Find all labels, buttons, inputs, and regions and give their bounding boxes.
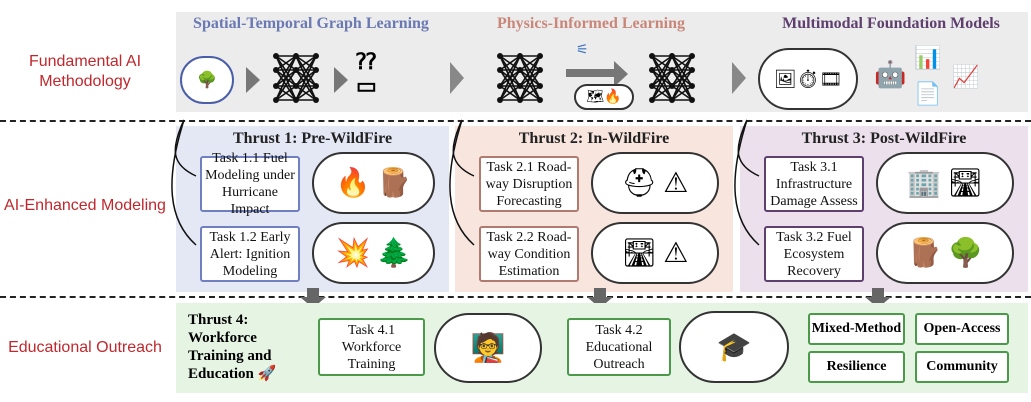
divider [0, 120, 1031, 122]
row-label-methodology: Fundamental AI Methodology [28, 53, 142, 90]
report-icons: 📊📄 [914, 45, 942, 106]
arrow-head-icon [614, 61, 628, 87]
thrust-title: Thrust 3: Post-WildFire [801, 130, 967, 147]
task-icon: 🛣 [947, 168, 984, 199]
neural-network-icon [273, 53, 319, 103]
method-title-pil: Physics-Informed Learning [497, 15, 685, 32]
task-illustration-cloud: ⛑ ⚠ [591, 152, 719, 214]
task-4-1: Task 4.1 Workforce Training [318, 318, 425, 376]
task-icon: 💥 [335, 238, 371, 269]
task-illustration-cloud: 🛣 ⚠ [591, 222, 719, 284]
task-3-2: Task 3.2 Fuel Ecosystem Recovery [764, 226, 864, 282]
task-4-2: Task 4.2 Educational Outreach [567, 318, 671, 376]
method-title-mfm: Multimodal Foundation Models [782, 15, 1000, 32]
task-icon: ⚠ [663, 168, 689, 199]
task-icon: 🌲 [376, 238, 412, 269]
task-1-2: Task 1.2 Early Alert: Ignition Modeling [200, 226, 300, 282]
neural-network-icon [649, 53, 695, 103]
row-label-outreach: Educational Outreach [8, 339, 162, 356]
pill-open-access: Open-Access [915, 313, 1009, 345]
chart-icon: 📈 [952, 64, 980, 89]
row-label-modeling: AI-Enhanced Modeling [4, 197, 166, 214]
question-bubbles-icon: ⁇▭ [356, 49, 377, 98]
laptop-cloud-icon: 🎓 [679, 311, 789, 383]
outreach-panel: Thrust 4: Workforce Training and Educati… [176, 303, 1028, 393]
method-title-stgl: Spatial-Temporal Graph Learning [193, 15, 429, 32]
task-icon: 🔥 [335, 168, 371, 199]
pill-resilience: Resilience [808, 351, 905, 383]
task-3-1: Task 3.1 Infrastructure Damage Assess [764, 156, 864, 212]
task-icon: 🪵 [907, 238, 942, 269]
task-icon: 🌳 [948, 238, 983, 269]
task-icon: ⛑ [621, 168, 658, 199]
task-illustration-cloud: 🪵 🌳 [876, 222, 1014, 284]
thrust4-title: Thrust 4: Workforce Training and Educati… [188, 312, 277, 382]
graph-cloud-icon: 🌳 [180, 56, 234, 104]
task-illustration-cloud: 🏢 🛣 [876, 152, 1014, 214]
map-cloud-icon: 🗺🔥 [574, 84, 634, 110]
arrow-icon [246, 67, 260, 93]
sliders-icon: ⚟ [576, 43, 589, 58]
methodology-panel: Spatial-Temporal Graph Learning Physics-… [176, 12, 1028, 112]
arrow-icon [334, 67, 348, 93]
task-illustration-cloud: 🔥 🪵 [312, 152, 435, 214]
arrow-icon [566, 69, 616, 77]
task-icon: 🏢 [906, 168, 942, 199]
down-arrow-icon [587, 288, 613, 308]
task-icon: ⚠ [663, 238, 689, 269]
flow-arrows [171, 119, 760, 246]
task-icon: 🪵 [376, 168, 412, 199]
divider [0, 296, 1031, 298]
pill-mixed-method: Mixed-Method [808, 313, 905, 345]
section-arrow-icon [450, 62, 464, 94]
section-arrow-icon [732, 62, 746, 94]
neural-network-icon [497, 53, 543, 103]
training-cloud-icon: 🧑‍🏫 [434, 313, 542, 383]
task-illustration-cloud: 💥 🌲 [312, 222, 435, 284]
thrust-title: Thrust 1: Pre-WildFire [232, 130, 393, 147]
down-arrow-icon [300, 288, 326, 308]
task-2-2: Task 2.2 Road-way Condition Estimation [479, 226, 579, 282]
pill-community: Community [915, 351, 1009, 383]
task-icon: 🛣 [621, 238, 658, 269]
thrust-title: Thrust 2: In-WildFire [518, 130, 670, 147]
down-arrow-icon [865, 288, 891, 308]
robot-icon: 🤖 [874, 60, 907, 89]
multimodal-cloud-icon: 🖼⏱🎞 [758, 48, 858, 110]
task-2-1: Task 2.1 Road-way Disruption Forecasting [479, 156, 579, 212]
